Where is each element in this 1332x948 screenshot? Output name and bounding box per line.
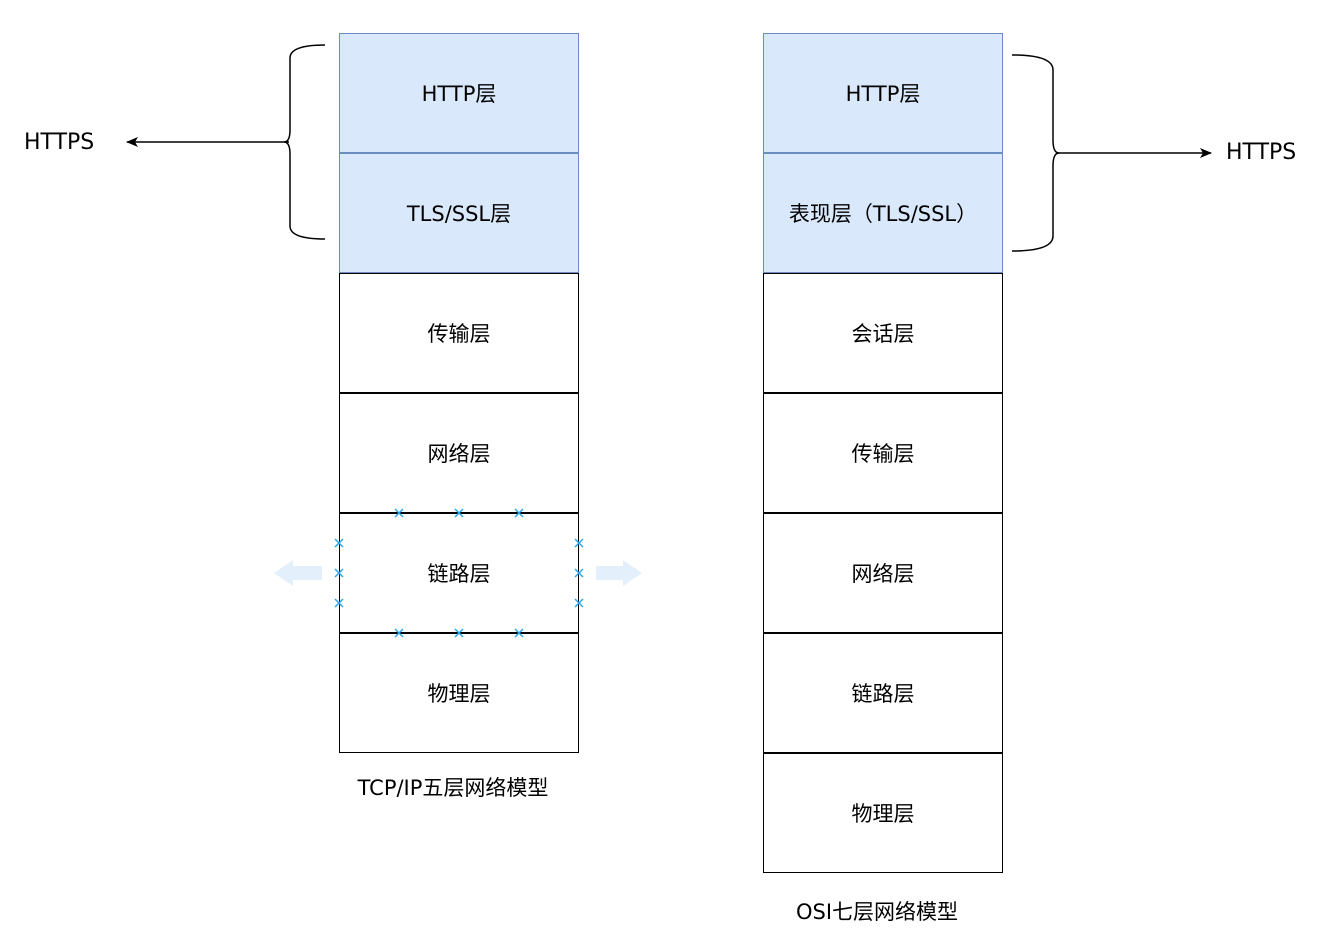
osi-layer-session[interactable]: 会话层 [763, 273, 1003, 393]
layer-label: 会话层 [851, 322, 915, 346]
osi-https-label: HTTPS [1226, 140, 1297, 165]
layer-label: 链路层 [427, 562, 491, 586]
tcpip-layer-transport[interactable]: 传输层 [339, 273, 579, 393]
handle-icon[interactable] [334, 568, 344, 578]
tcpip-layer-network[interactable]: 网络层 [339, 393, 579, 513]
handle-icon[interactable] [454, 628, 464, 638]
layer-label: HTTP层 [845, 82, 921, 106]
osi-caption: OSI七层网络模型 [795, 900, 959, 924]
hover-arrow-left-icon[interactable] [274, 560, 322, 586]
tcpip-layer-http[interactable]: HTTP层 [339, 33, 579, 153]
osi-layer-http[interactable]: HTTP层 [763, 33, 1003, 153]
handle-icon[interactable] [334, 598, 344, 608]
handle-icon[interactable] [454, 508, 464, 518]
tcpip-layer-physical[interactable]: 物理层 [339, 633, 579, 753]
layer-label: 物理层 [427, 682, 491, 706]
osi-layer-network[interactable]: 网络层 [763, 513, 1003, 633]
osi-layer-transport[interactable]: 传输层 [763, 393, 1003, 513]
handle-icon[interactable] [394, 628, 404, 638]
layer-label: HTTP层 [421, 82, 497, 106]
layer-label: 传输层 [851, 442, 915, 466]
osi-https-brace [1011, 54, 1060, 252]
osi-layer-link[interactable]: 链路层 [763, 633, 1003, 753]
osi-layer-presentation[interactable]: 表现层（TLS/SSL） [763, 153, 1003, 273]
layer-label: 链路层 [851, 682, 915, 706]
layer-label: 物理层 [851, 802, 915, 826]
layer-label: 传输层 [427, 322, 491, 346]
handle-icon[interactable] [574, 568, 584, 578]
osi-layer-physical[interactable]: 物理层 [763, 753, 1003, 873]
osi-stack: HTTP层 表现层（TLS/SSL） 会话层 传输层 网络层 链路层 物理层 [763, 33, 1003, 873]
handle-icon[interactable] [394, 508, 404, 518]
tcpip-layer-tls-ssl[interactable]: TLS/SSL层 [339, 153, 579, 273]
layer-label: 表现层（TLS/SSL） [788, 202, 978, 226]
tcpip-caption: TCP/IP五层网络模型 [357, 776, 549, 800]
handle-icon[interactable] [514, 508, 524, 518]
tcpip-https-brace [283, 44, 326, 240]
handle-icon[interactable] [574, 538, 584, 548]
hover-arrow-right-icon[interactable] [596, 560, 642, 586]
layer-label: 网络层 [427, 442, 491, 466]
tcpip-https-label: HTTPS [24, 130, 95, 155]
handle-icon[interactable] [574, 598, 584, 608]
layer-label: 网络层 [851, 562, 915, 586]
handle-icon[interactable] [334, 538, 344, 548]
handle-icon[interactable] [514, 628, 524, 638]
tcpip-stack: HTTP层 TLS/SSL层 传输层 网络层 链路层 物理层 [339, 33, 579, 753]
selection-handles [334, 508, 584, 638]
layer-label: TLS/SSL层 [406, 202, 512, 226]
